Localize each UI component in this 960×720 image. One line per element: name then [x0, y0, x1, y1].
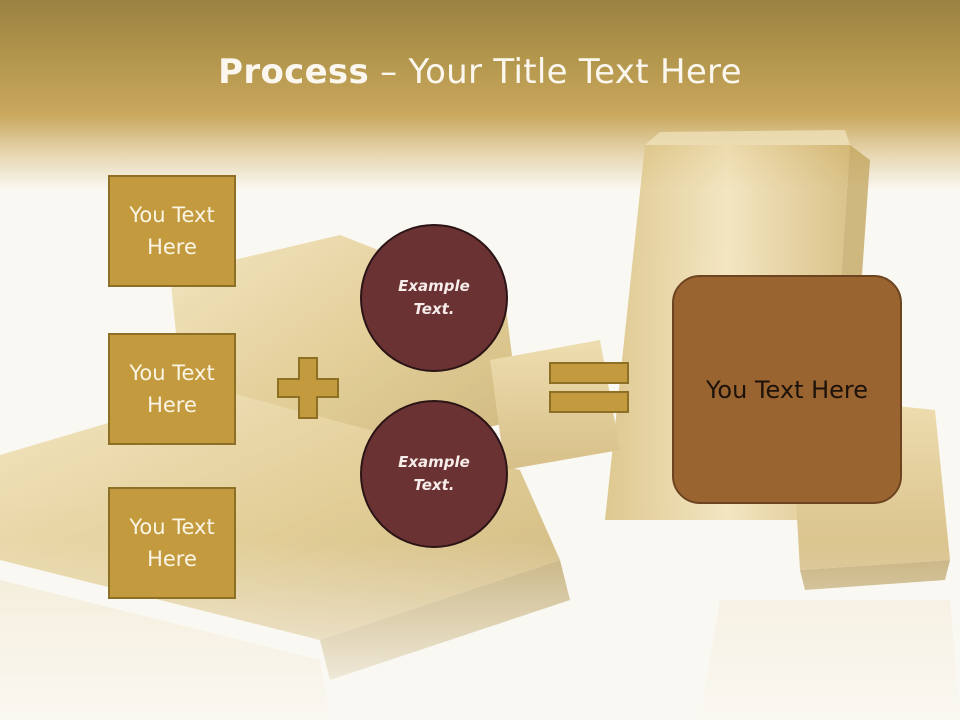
- input-box-label: You Text Here: [129, 361, 215, 417]
- example-circle-2: Example Text.: [360, 400, 508, 548]
- input-box-3: You Text Here: [108, 487, 236, 599]
- input-box-1: You Text Here: [108, 175, 236, 287]
- equals-icon: [549, 362, 629, 413]
- plus-icon: [277, 357, 339, 419]
- slide-title: Process – Your Title Text Here: [0, 52, 960, 92]
- result-label: You Text Here: [705, 375, 869, 404]
- title-bold: Process: [218, 52, 370, 92]
- title-rest: – Your Title Text Here: [369, 52, 742, 92]
- circle-label: Example Text.: [398, 277, 470, 318]
- result-box: You Text Here: [672, 275, 902, 504]
- input-box-label: You Text Here: [129, 203, 215, 259]
- input-box-2: You Text Here: [108, 333, 236, 445]
- circle-label: Example Text.: [398, 453, 470, 494]
- input-box-label: You Text Here: [129, 515, 215, 571]
- example-circle-1: Example Text.: [360, 224, 508, 372]
